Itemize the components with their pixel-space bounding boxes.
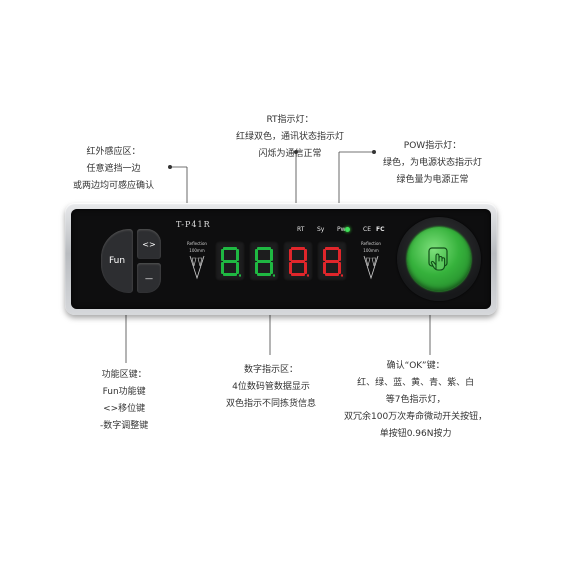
segment-b — [270, 249, 273, 261]
annotation-infrared-zone: 红外感应区： 任意遮挡一边 或两边均可感应确认 — [73, 144, 154, 195]
ok-button-bezel — [397, 217, 481, 301]
segment-g — [291, 260, 305, 263]
sensor-range: 100mm — [189, 248, 205, 253]
annotation-digit-area: 数字指示区： 4位数码管数据显示 双色指示不同拣货信息 — [226, 362, 316, 413]
annotation-rt-indicator: RT指示灯： 红绿双色，通讯状态指示灯 闪烁为通信正常 — [236, 112, 344, 163]
annotation-line: 红外感应区： — [86, 147, 141, 157]
segment-g — [325, 260, 339, 263]
segment-f — [289, 249, 292, 261]
annotation-line: POW指示灯： — [403, 141, 462, 151]
annotation-line: <>移位键 — [103, 404, 146, 415]
adjust-button[interactable]: — — [137, 263, 161, 293]
segment-a — [257, 247, 271, 250]
segment-g — [223, 260, 237, 263]
annotation-line: RT指示灯： — [266, 115, 314, 125]
segment-d — [291, 273, 305, 276]
digit-3 — [283, 241, 313, 281]
segment-b — [304, 249, 307, 261]
annotation-line: Fun功能键 — [102, 387, 146, 398]
segment-b — [338, 249, 341, 261]
segment-a — [223, 247, 237, 250]
annotation-function-keys: 功能区键： Fun功能键 <>移位键 -数字调整键 — [100, 367, 148, 435]
segment-c — [270, 262, 273, 274]
annotation-line: -数字调整键 — [100, 421, 149, 432]
segment-c — [236, 262, 239, 274]
segment-c — [338, 262, 341, 274]
seven-segment-glyph — [323, 247, 343, 277]
segment-f — [221, 249, 224, 261]
annotation-line: 红绿双色，通讯状态指示灯 — [236, 132, 345, 143]
annotation-line: 闪烁为通信正常 — [258, 149, 322, 160]
decimal-point — [238, 274, 241, 277]
sensor-icon — [363, 255, 379, 280]
annotation-line: 功能区键： — [101, 370, 147, 380]
annotation-line: 4位数码管数据显示 — [232, 382, 310, 393]
annotation-line: 等7色指示灯， — [385, 395, 446, 406]
annotation-pow-indicator: POW指示灯： 绿色，为电源状态指示灯 绿色量为电源正常 — [383, 138, 482, 189]
power-led — [345, 227, 350, 232]
decimal-point — [272, 274, 275, 277]
ce-mark: CE — [363, 226, 371, 233]
segment-e — [323, 262, 326, 274]
segment-b — [236, 249, 239, 261]
annotation-line: 双冗余100万次寿命微动开关按钮， — [344, 412, 488, 423]
sensor-label: Reflection — [187, 241, 207, 246]
digit-display — [215, 241, 347, 281]
annotation-line: 数字指示区： — [244, 365, 299, 375]
annotation-ok-key: 确认“OK”键： 红、绿、蓝、黄、青、紫、白 等7色指示灯， 双冗余100万次寿… — [344, 358, 487, 443]
seven-segment-glyph — [221, 247, 241, 277]
annotation-line: 双色指示不同拣货信息 — [226, 399, 317, 410]
segment-f — [255, 249, 258, 261]
decimal-point — [340, 274, 343, 277]
seven-segment-glyph — [255, 247, 275, 277]
pick-to-light-device: Fun <> — T-P41R Reflection 100mm RT Sy P… — [65, 203, 497, 315]
ir-sensor-right: Reflection 100mm — [353, 240, 389, 280]
ir-sensor-left: Reflection 100mm — [179, 240, 215, 280]
annotation-line: 或两边均可感应确认 — [73, 181, 155, 192]
annotation-line: 单按钮0.96N按力 — [379, 429, 452, 440]
digit-4 — [317, 241, 347, 281]
segment-e — [221, 262, 224, 274]
decimal-point — [306, 274, 309, 277]
status-pw-label: Pw — [337, 226, 346, 233]
segment-d — [223, 273, 237, 276]
seven-segment-glyph — [289, 247, 309, 277]
segment-e — [255, 262, 258, 274]
annotation-line: 绿色量为电源正常 — [396, 175, 469, 186]
status-sy-label: Sy — [317, 226, 325, 233]
segment-g — [257, 260, 271, 263]
segment-c — [304, 262, 307, 274]
segment-f — [323, 249, 326, 261]
sensor-icon — [189, 255, 205, 280]
shift-button[interactable]: <> — [137, 229, 161, 259]
annotation-line: 任意遮挡一边 — [86, 164, 141, 175]
sensor-label: Reflection — [361, 241, 381, 246]
sensor-range: 100mm — [363, 248, 379, 253]
annotation-line: 绿色，为电源状态指示灯 — [383, 158, 483, 169]
digit-1 — [215, 241, 245, 281]
segment-a — [325, 247, 339, 250]
annotation-line: 红、绿、蓝、黄、青、紫、白 — [357, 378, 475, 389]
segment-e — [289, 262, 292, 274]
segment-d — [325, 273, 339, 276]
device-panel: Fun <> — T-P41R Reflection 100mm RT Sy P… — [71, 209, 491, 309]
fun-button[interactable]: Fun — [101, 229, 133, 293]
status-rt-label: RT — [297, 226, 305, 233]
brand-logo: T-P41R — [176, 220, 211, 229]
ok-button[interactable] — [407, 227, 471, 291]
segment-d — [257, 273, 271, 276]
fc-mark: FC — [376, 226, 385, 233]
hand-press-icon — [428, 247, 448, 271]
annotation-line: 确认“OK”键： — [386, 361, 445, 371]
digit-2 — [249, 241, 279, 281]
segment-a — [291, 247, 305, 250]
